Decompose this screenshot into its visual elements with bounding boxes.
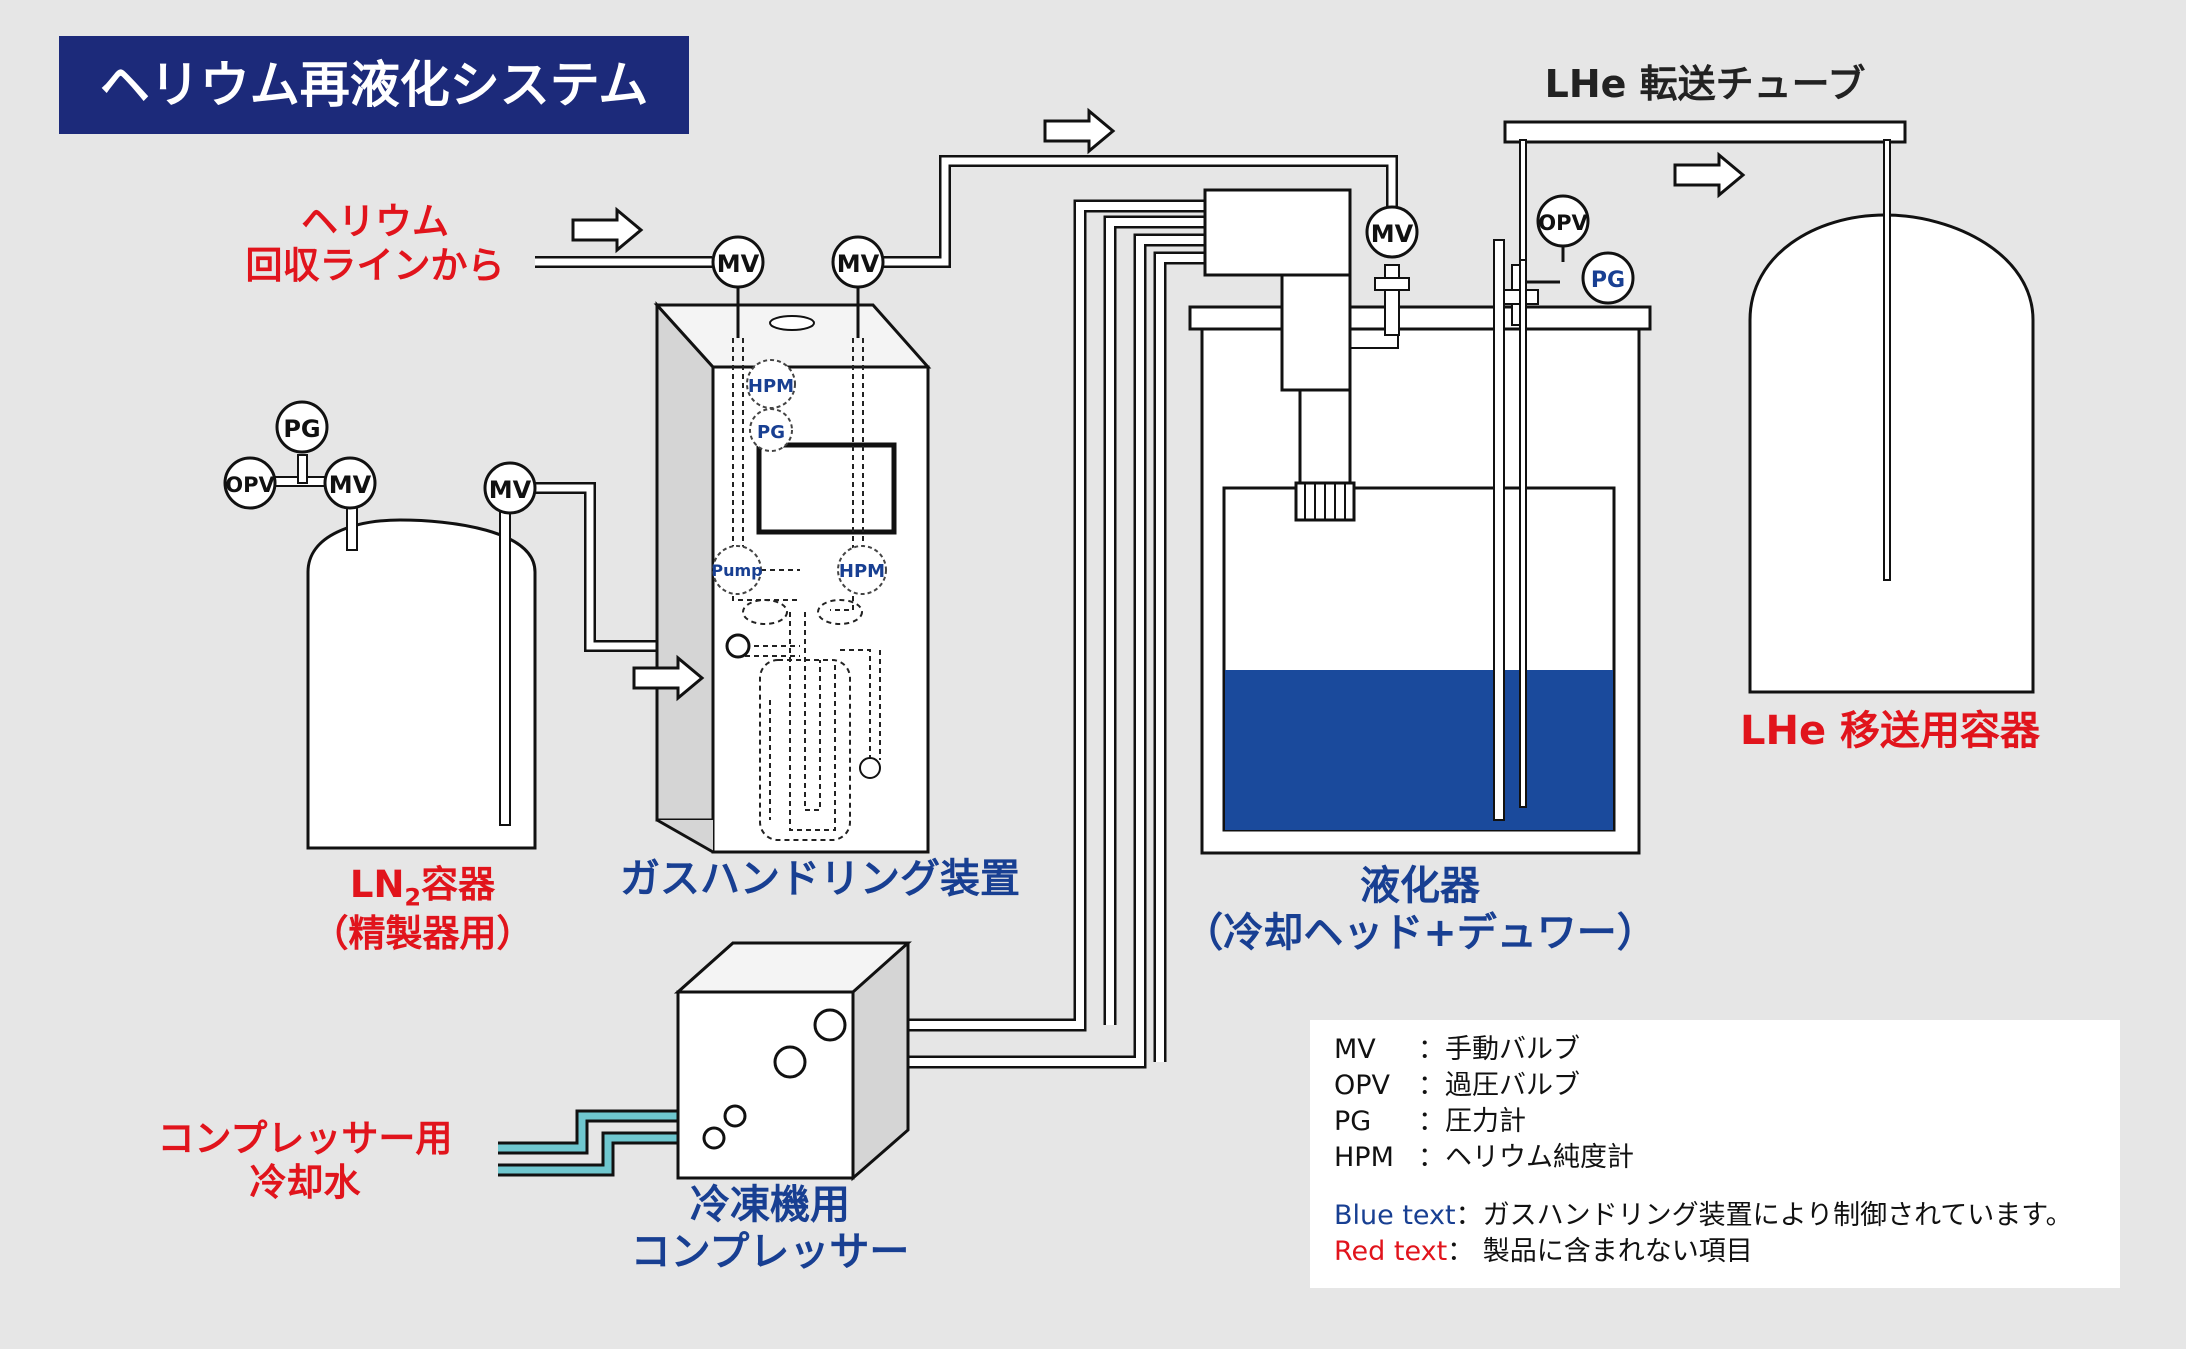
pump-gauge: Pump: [711, 561, 762, 580]
flow-arrow-transfer: [1673, 153, 1745, 197]
pg-gauge-unit: PG: [757, 422, 785, 443]
legend-key: OPV: [1334, 1070, 1391, 1101]
lhe-container-label: LHe 移送用容器: [1739, 708, 2041, 754]
ln2-line1: LN2容器: [300, 863, 545, 912]
compressor-label: 冷凍機用 コンプレッサー: [600, 1182, 940, 1276]
compressor-box: [674, 941, 912, 1182]
helium-source-line1: ヘリウム: [301, 200, 449, 243]
legend-row-hpm: HPM ：ヘリウム純度計: [1334, 1140, 2120, 1176]
ln2-prefix: LN: [349, 863, 405, 906]
gauge-label: OPV: [1538, 211, 1588, 235]
ln2-suffix: 容器: [421, 863, 496, 906]
gauge-label: PG: [283, 415, 320, 443]
compressor-water-line1: コンプレッサー用: [157, 1117, 453, 1160]
legend-value: 圧力計: [1445, 1106, 1526, 1137]
hpm-gauge-2: HPM: [839, 561, 885, 582]
mv-outlet-valve: MV: [831, 235, 885, 300]
legend-sep: ：: [1418, 1106, 1445, 1137]
legend-value: 手動バルブ: [1445, 1034, 1580, 1065]
liquefier-line1: 液化器: [1360, 863, 1480, 909]
legend-box: MV：手動バルブ OPV：過圧バルブ PG：圧力計 HPM：ヘリウム純度計 Bl…: [1310, 1020, 2120, 1288]
legend-sep: ：: [1418, 1142, 1445, 1173]
mv-inlet-valve: MV: [711, 235, 765, 300]
compressor-water-line2: 冷却水: [249, 1160, 361, 1204]
legend-red-value: ： 製品に含まれない項目: [1447, 1236, 1753, 1267]
compressor-water-label: コンプレッサー用 冷却水: [130, 1117, 480, 1204]
compressor-line1: 冷凍機用: [690, 1182, 850, 1228]
legend-value: 過圧バルブ: [1445, 1070, 1580, 1101]
legend-value: ヘリウム純度計: [1445, 1142, 1634, 1173]
gas-handling-label: ガスハンドリング装置: [620, 856, 1020, 902]
gauge-label: MV: [489, 476, 532, 504]
pipes: [535, 155, 1398, 1069]
ln2-container-label: LN2容器 （精製器用）: [300, 863, 545, 955]
helium-source-label: ヘリウム 回収ラインから: [225, 200, 525, 287]
pg-liquefier-gauge: PG: [1581, 251, 1635, 305]
gauge-label: MV: [717, 250, 760, 278]
opv-ln2-valve: OPV: [223, 456, 277, 510]
legend-red-key: Red text: [1334, 1236, 1448, 1267]
compressor-line2: コンプレッサー: [630, 1229, 910, 1276]
gauge-label: MV: [1371, 220, 1414, 248]
gauge-label: OPV: [225, 473, 275, 497]
lhe-container: [1748, 139, 2035, 694]
pg-ln2-gauge: PG: [275, 400, 329, 454]
liquefier: [1188, 131, 1652, 855]
legend-blue-key: Blue text: [1334, 1200, 1456, 1231]
legend-row-red: Red text： 製品に含まれない項目: [1334, 1234, 2120, 1270]
gauge-label: MV: [329, 471, 372, 499]
helium-source-line2: 回収ラインから: [245, 243, 505, 287]
flow-arrow-top: [1043, 109, 1115, 153]
page-title: ヘリウム再液化システム: [59, 36, 689, 134]
legend-row-mv: MV ：手動バルブ: [1334, 1032, 2120, 1068]
gauges: MV MV MV PG OPV MV MV OPV: [223, 194, 1635, 582]
opv-liquefier-valve: OPV: [1536, 194, 1590, 262]
legend-sep: ：: [1418, 1034, 1445, 1065]
hpm-gauge-1: HPM: [748, 376, 794, 397]
gauge-label: MV: [837, 250, 880, 278]
mv-ln2-valve: MV: [323, 456, 377, 510]
legend-key: HPM: [1334, 1142, 1394, 1173]
flow-arrow-inlet: [571, 208, 643, 252]
legend-blue-value: ：ガスハンドリング装置により制御されています。: [1455, 1200, 2073, 1231]
legend-row-pg: PG ：圧力計: [1334, 1104, 2120, 1140]
ln2-line2: （精製器用）: [311, 911, 534, 955]
cooling-water-lines: [498, 1109, 735, 1177]
legend-sep: ：: [1418, 1070, 1445, 1101]
liquefier-line2: （冷却ヘッド+デュワー）: [1183, 910, 1657, 957]
legend-row-opv: OPV ：過圧バルブ: [1334, 1068, 2120, 1104]
gauge-label: PG: [1591, 268, 1625, 293]
legend-key: MV: [1334, 1034, 1376, 1065]
ln2-subscript: 2: [404, 883, 422, 912]
ln2-container: [261, 454, 537, 850]
legend-row-blue: Blue text：ガスハンドリング装置により制御されています。: [1334, 1198, 2120, 1234]
mv-liquefier-valve: MV: [1365, 205, 1419, 259]
transfer-tube-label: LHe 転送チューブ: [1544, 62, 1866, 106]
gas-handling-unit: [653, 290, 932, 854]
mv-ln2-outlet-valve: MV: [483, 461, 537, 515]
legend-key: PG: [1334, 1106, 1372, 1137]
liquefier-label: 液化器 （冷却ヘッド+デュワー）: [1180, 863, 1660, 957]
